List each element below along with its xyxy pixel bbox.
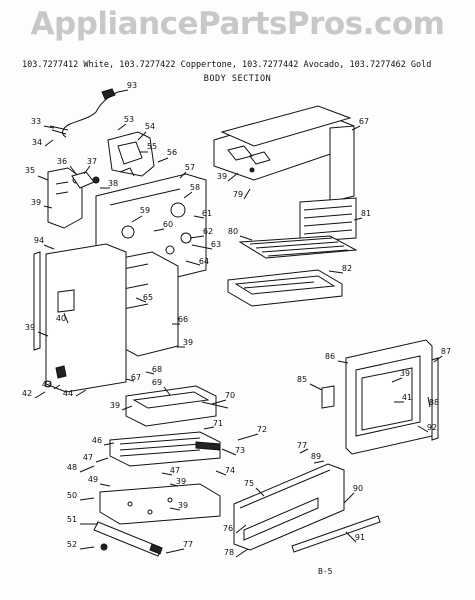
callout-number: 43: [42, 380, 52, 389]
callout-number: 53: [124, 115, 134, 124]
callout-number: 77: [297, 441, 307, 450]
callout-number: 56: [167, 148, 177, 157]
callout-number: 37: [87, 157, 97, 166]
broiler-pan-part[interactable]: [227, 269, 343, 307]
callout-number: 85: [297, 375, 307, 384]
callout-number: 74: [225, 466, 235, 475]
callout-number: 61: [202, 209, 212, 218]
callout-number: 40: [56, 314, 66, 323]
callout-number: 58: [190, 183, 200, 192]
callout-number: 75: [244, 479, 254, 488]
callout-number: 49: [88, 475, 98, 484]
callout-leader-lines: [34, 89, 443, 558]
callout-number: 63: [211, 240, 221, 249]
callout-number: 39: [25, 323, 35, 332]
callout-number: 52: [67, 540, 77, 549]
callout-number: 55: [147, 142, 157, 151]
callout-number: 39: [400, 369, 410, 378]
left-side-panel-part[interactable]: [47, 167, 83, 229]
callout-number: 62: [203, 227, 213, 236]
callout-number: 36: [57, 157, 67, 166]
callout-number: 70: [225, 391, 235, 400]
broiler-rack-part[interactable]: [299, 197, 357, 243]
thermostat-part[interactable]: [71, 171, 100, 189]
side-panel-part[interactable]: [33, 243, 127, 393]
callout-number: 82: [342, 264, 352, 273]
callout-number: 39: [217, 172, 227, 181]
callout-number: 71: [213, 419, 223, 428]
callout-number: 39: [176, 477, 186, 486]
power-cord-part[interactable]: [49, 88, 119, 138]
callout-number: 73: [235, 446, 245, 455]
callout-number: 42: [22, 389, 32, 398]
callout-number: 81: [361, 209, 371, 218]
oven-door-part[interactable]: [321, 339, 439, 455]
callout-number: 39: [178, 501, 188, 510]
callout-number: 59: [140, 206, 150, 215]
callout-number: 54: [145, 122, 155, 131]
section-title: BODY SECTION: [203, 74, 272, 84]
callout-number: 80: [228, 227, 238, 236]
storage-drawer-part[interactable]: [233, 463, 381, 553]
cooktop-part[interactable]: [213, 105, 355, 203]
callout-number: 39: [110, 401, 120, 410]
callout-number: 39: [31, 198, 41, 207]
bottom-panel-part[interactable]: [99, 483, 221, 525]
callout-number: 46: [92, 436, 102, 445]
callout-number: 66: [178, 315, 188, 324]
callout-number: 44: [63, 389, 73, 398]
callout-number: 69: [152, 378, 162, 387]
callout-number: 78: [224, 548, 234, 557]
callout-number: 48: [67, 463, 77, 472]
callout-number: 79: [233, 190, 243, 199]
broiler-drawer-part[interactable]: [125, 385, 229, 427]
model-numbers-line: 103.7277412 White, 103.7277422 Copperton…: [22, 60, 432, 70]
callout-number: 68: [152, 365, 162, 374]
callout-number: 92: [427, 423, 437, 432]
callout-number: 39: [183, 338, 193, 347]
callout-number: 41: [402, 393, 412, 402]
kick-plate-part[interactable]: [93, 521, 163, 557]
diagram-code: B-5: [318, 567, 333, 576]
callout-number: 34: [32, 138, 42, 147]
callout-number: 86: [325, 352, 335, 361]
callout-number: 76: [223, 524, 233, 533]
callout-number: 67: [359, 117, 369, 126]
callout-number: 35: [25, 166, 35, 175]
oven-rack-part[interactable]: [238, 235, 358, 259]
callout-number: 33: [31, 117, 41, 126]
burner-assembly-part[interactable]: [109, 431, 221, 467]
callout-number: 60: [163, 220, 173, 229]
callout-number: 50: [67, 491, 77, 500]
callout-number: 88: [429, 398, 439, 407]
callout-number: 90: [353, 484, 363, 493]
control-bracket-part[interactable]: [107, 131, 155, 177]
callout-number: 91: [355, 533, 365, 542]
watermark-text: AppliancePartsPros.com: [30, 6, 445, 42]
callout-number: 57: [185, 163, 195, 172]
callout-number: 47: [170, 466, 180, 475]
callout-number: 38: [108, 179, 118, 188]
callout-number: 64: [199, 257, 209, 266]
leveling-leg-part[interactable]: [44, 365, 67, 388]
callout-number: 87: [441, 347, 451, 356]
callout-labels: 93 53 54 33 34 55 56 36 37 35 38 57 58 39 60 59 61 62 6364…: [22, 81, 451, 557]
callout-number: 72: [257, 425, 267, 434]
callout-number: 93: [127, 81, 137, 90]
callout-number: 65: [143, 293, 153, 302]
callout-number: 89: [311, 452, 321, 461]
callout-number: 77: [183, 540, 193, 549]
callout-number: 51: [67, 515, 77, 524]
callout-number: 94: [34, 236, 44, 245]
callout-number: 67: [131, 373, 141, 382]
callout-number: 47: [83, 453, 93, 462]
